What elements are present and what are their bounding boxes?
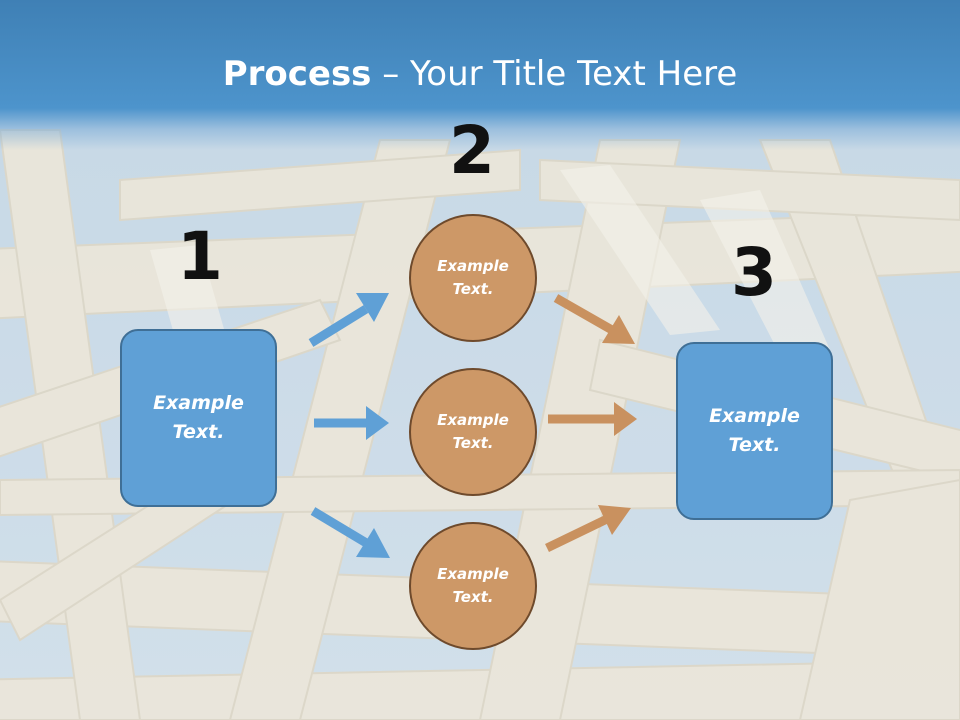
arrow-blue-up [308,293,389,347]
step-number-3: 3 [731,234,777,311]
right-box-text: Example Text. [709,405,800,456]
circle-bottom-text: Example Text. [437,565,509,606]
circle-top-text: Example Text. [437,257,509,298]
circle-middle[interactable]: Example Text. [409,368,537,496]
step-number-2: 2 [449,112,495,189]
circle-bottom[interactable]: Example Text. [409,522,537,650]
arrow-orange-right [548,402,637,436]
right-box[interactable]: Example Text. [676,342,833,520]
left-box-text: Example Text. [153,392,244,443]
arrow-blue-right [314,406,389,440]
circle-top[interactable]: Example Text. [409,214,537,342]
left-box[interactable]: Example Text. [120,329,277,507]
arrow-orange-up [545,505,631,553]
circle-middle-text: Example Text. [437,411,509,452]
title-bar [0,0,960,150]
step-number-1: 1 [177,218,223,295]
arrow-orange-down [553,294,635,344]
title-bold: Process [222,54,372,94]
title-rest: – Your Title Text Here [371,54,738,94]
arrow-blue-down [310,507,390,558]
slide-title: Process – Your Title Text Here [0,52,960,96]
